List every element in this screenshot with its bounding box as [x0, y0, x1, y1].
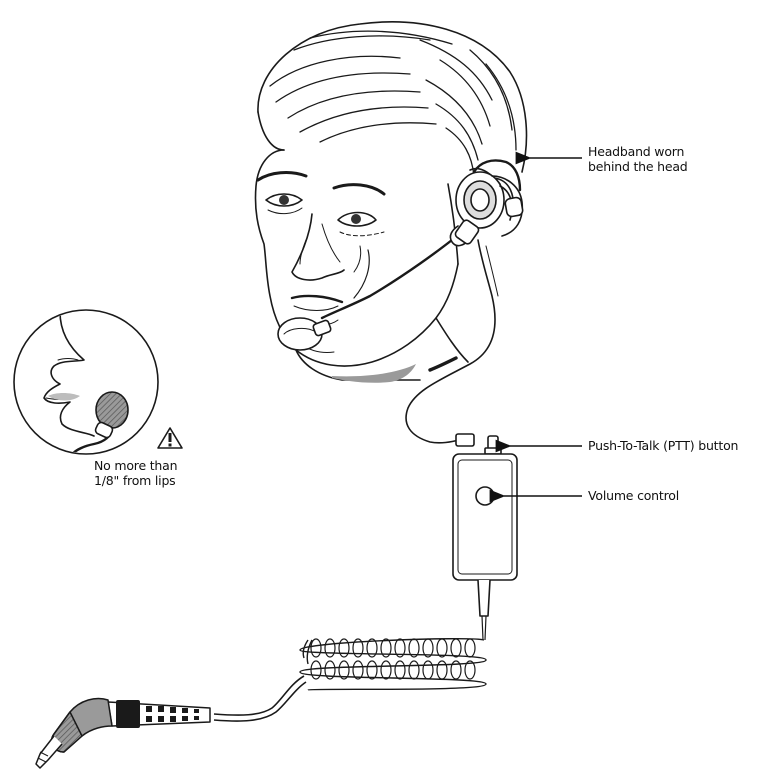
- ptt-control-box: [453, 436, 517, 640]
- headset: [278, 160, 523, 446]
- headband-label-line1: Headband worn: [588, 144, 688, 159]
- lips-distance-label: No more than 1/8" from lips: [94, 458, 177, 488]
- lips-label-line1: No more than: [94, 458, 177, 473]
- mic-position-inset: [14, 310, 158, 454]
- boom-arm: [322, 232, 462, 318]
- volume-label: Volume control: [588, 488, 679, 503]
- ptt-label: Push-To-Talk (PTT) button: [588, 438, 738, 453]
- mouth: [292, 296, 342, 302]
- hair-outline: [258, 22, 527, 172]
- left-eyebrow: [258, 173, 306, 180]
- coiled-cord: [214, 639, 486, 721]
- nose: [292, 214, 344, 280]
- right-eye: [338, 213, 384, 236]
- lips-label-line2: 1/8" from lips: [94, 473, 177, 488]
- connector-plug: [36, 699, 210, 769]
- volume-knob: [476, 487, 494, 505]
- right-eyebrow: [334, 185, 384, 194]
- headband-label: Headband worn behind the head: [588, 144, 688, 174]
- left-eye: [266, 194, 302, 214]
- warning-triangle-icon: [158, 428, 182, 448]
- mic-foam: [278, 318, 332, 350]
- headband-label-line2: behind the head: [588, 159, 688, 174]
- ptt-button: [485, 436, 501, 454]
- hair-strands: [270, 31, 516, 176]
